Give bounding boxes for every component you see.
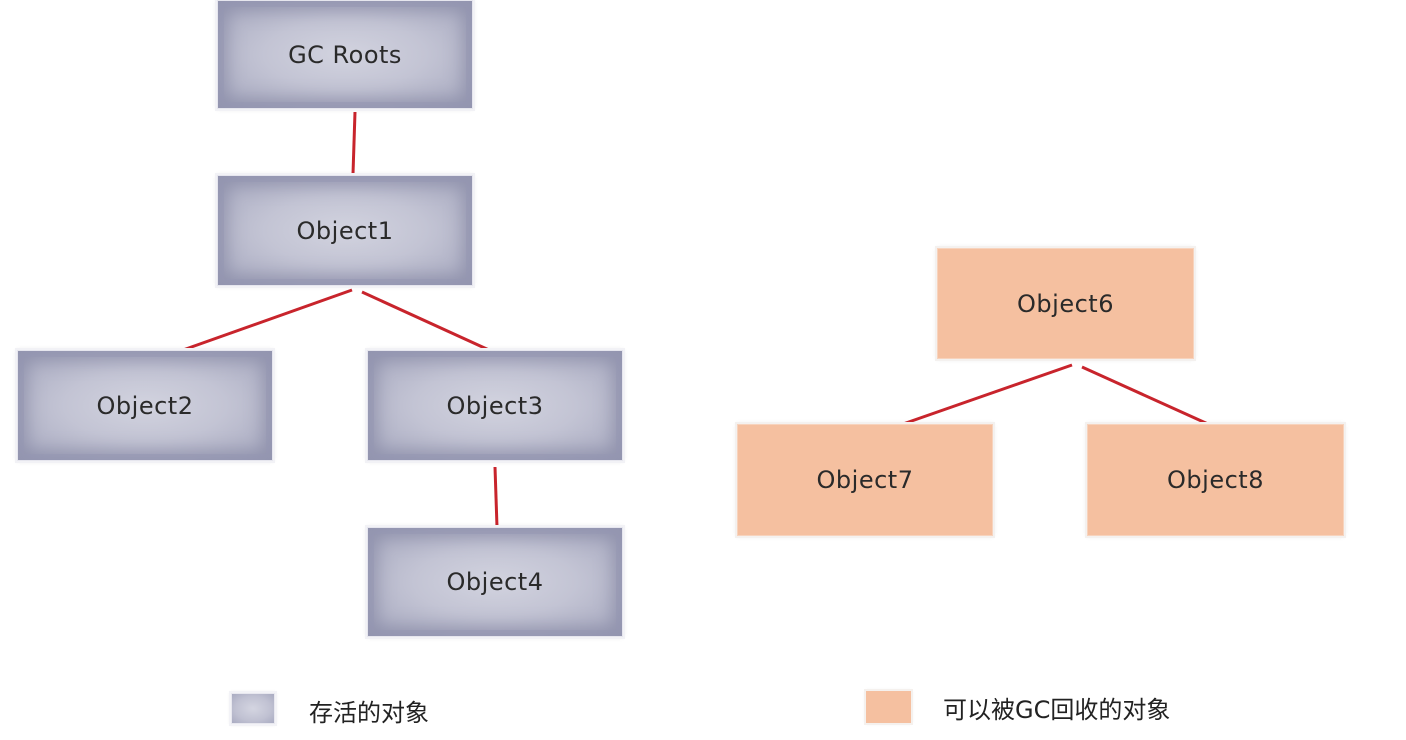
node-object2-label: Object2: [96, 391, 194, 420]
node-gc-roots-label: GC Roots: [288, 40, 402, 69]
node-object4-label: Object4: [446, 568, 544, 596]
edge-object6-object8: [1081, 365, 1209, 426]
node-object6: Object6: [937, 248, 1194, 359]
node-object2: Object2: [17, 350, 273, 461]
edge-object1-object2: [182, 288, 353, 352]
edge-gcroots-object1: [351, 111, 357, 175]
node-object7: Object7: [737, 424, 993, 536]
node-object8-label: Object8: [1167, 466, 1264, 494]
edge-object6-object7: [902, 363, 1073, 426]
node-object4: Object4: [367, 527, 623, 637]
node-object3-label: Object3: [446, 391, 544, 420]
edge-object3-object4: [493, 466, 499, 528]
legend-live-label: 存活的对象: [309, 699, 429, 727]
node-object1: Object1: [217, 175, 473, 286]
legend-live-swatch: [231, 693, 275, 724]
node-object1-label: Object1: [296, 216, 394, 245]
node-object7-label: Object7: [816, 466, 914, 494]
node-object6-label: Object6: [1017, 289, 1114, 318]
node-gc-roots: GC Roots: [217, 0, 473, 109]
legend-collectable-label: 可以被GC回收的对象: [943, 696, 1171, 724]
edge-object1-object3: [361, 290, 490, 352]
node-object3: Object3: [367, 350, 623, 461]
node-object8: Object8: [1087, 424, 1344, 536]
legend-collectable-swatch: [866, 691, 911, 723]
